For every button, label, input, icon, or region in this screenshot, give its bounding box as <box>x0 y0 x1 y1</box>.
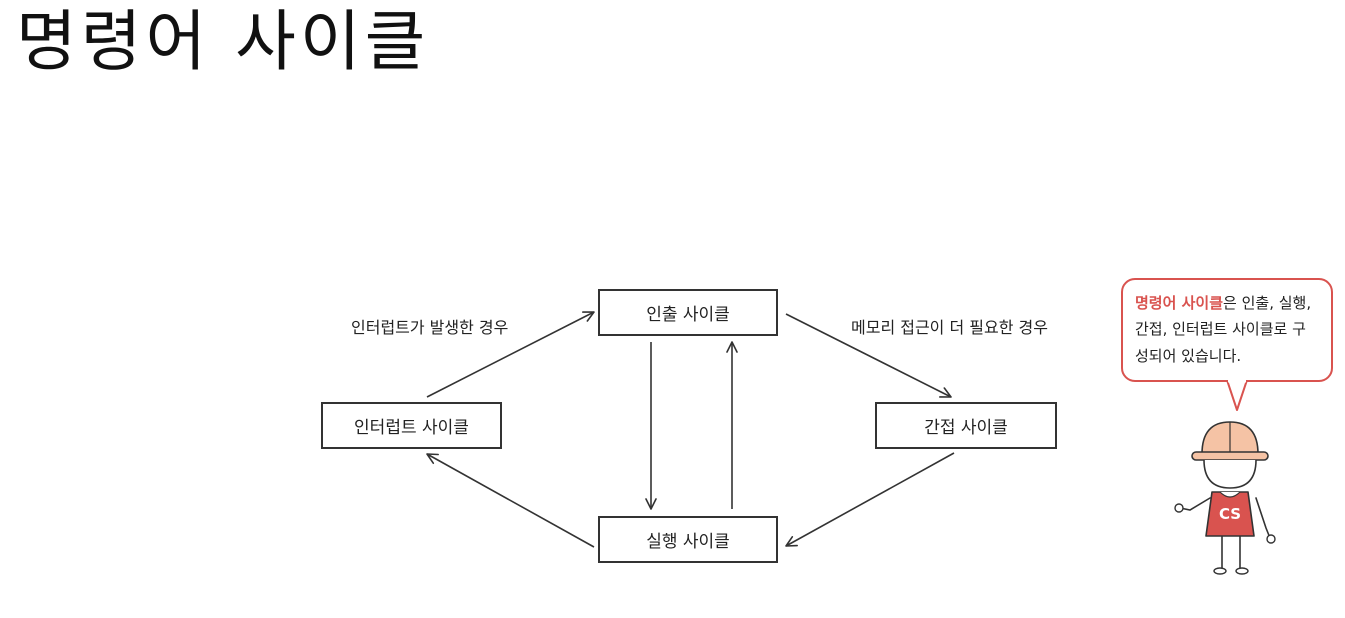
mascot-character: CS <box>1170 412 1290 578</box>
edge-label-interrupt-occurs: 인터럽트가 발생한 경우 <box>351 314 508 338</box>
bubble-highlight: 명령어 사이클 <box>1135 294 1223 312</box>
mascot-badge: CS <box>1219 505 1241 523</box>
node-fetch-cycle: 인출 사이클 <box>598 289 778 336</box>
node-interrupt-cycle: 인터럽트 사이클 <box>321 402 502 449</box>
speech-bubble-tail <box>1226 380 1248 414</box>
node-execute-cycle: 실행 사이클 <box>598 516 778 563</box>
arrow-execute-to-interrupt <box>427 454 594 547</box>
node-indirect-cycle: 간접 사이클 <box>875 402 1057 449</box>
helmet-icon <box>1192 422 1268 460</box>
arrow-indirect-to-execute <box>786 453 954 546</box>
edge-label-memory-access: 메모리 접근이 더 필요한 경우 <box>851 314 1048 338</box>
speech-bubble: 명령어 사이클은 인출, 실행, 간접, 인터럽트 사이클로 구성되어 있습니다… <box>1121 278 1333 382</box>
